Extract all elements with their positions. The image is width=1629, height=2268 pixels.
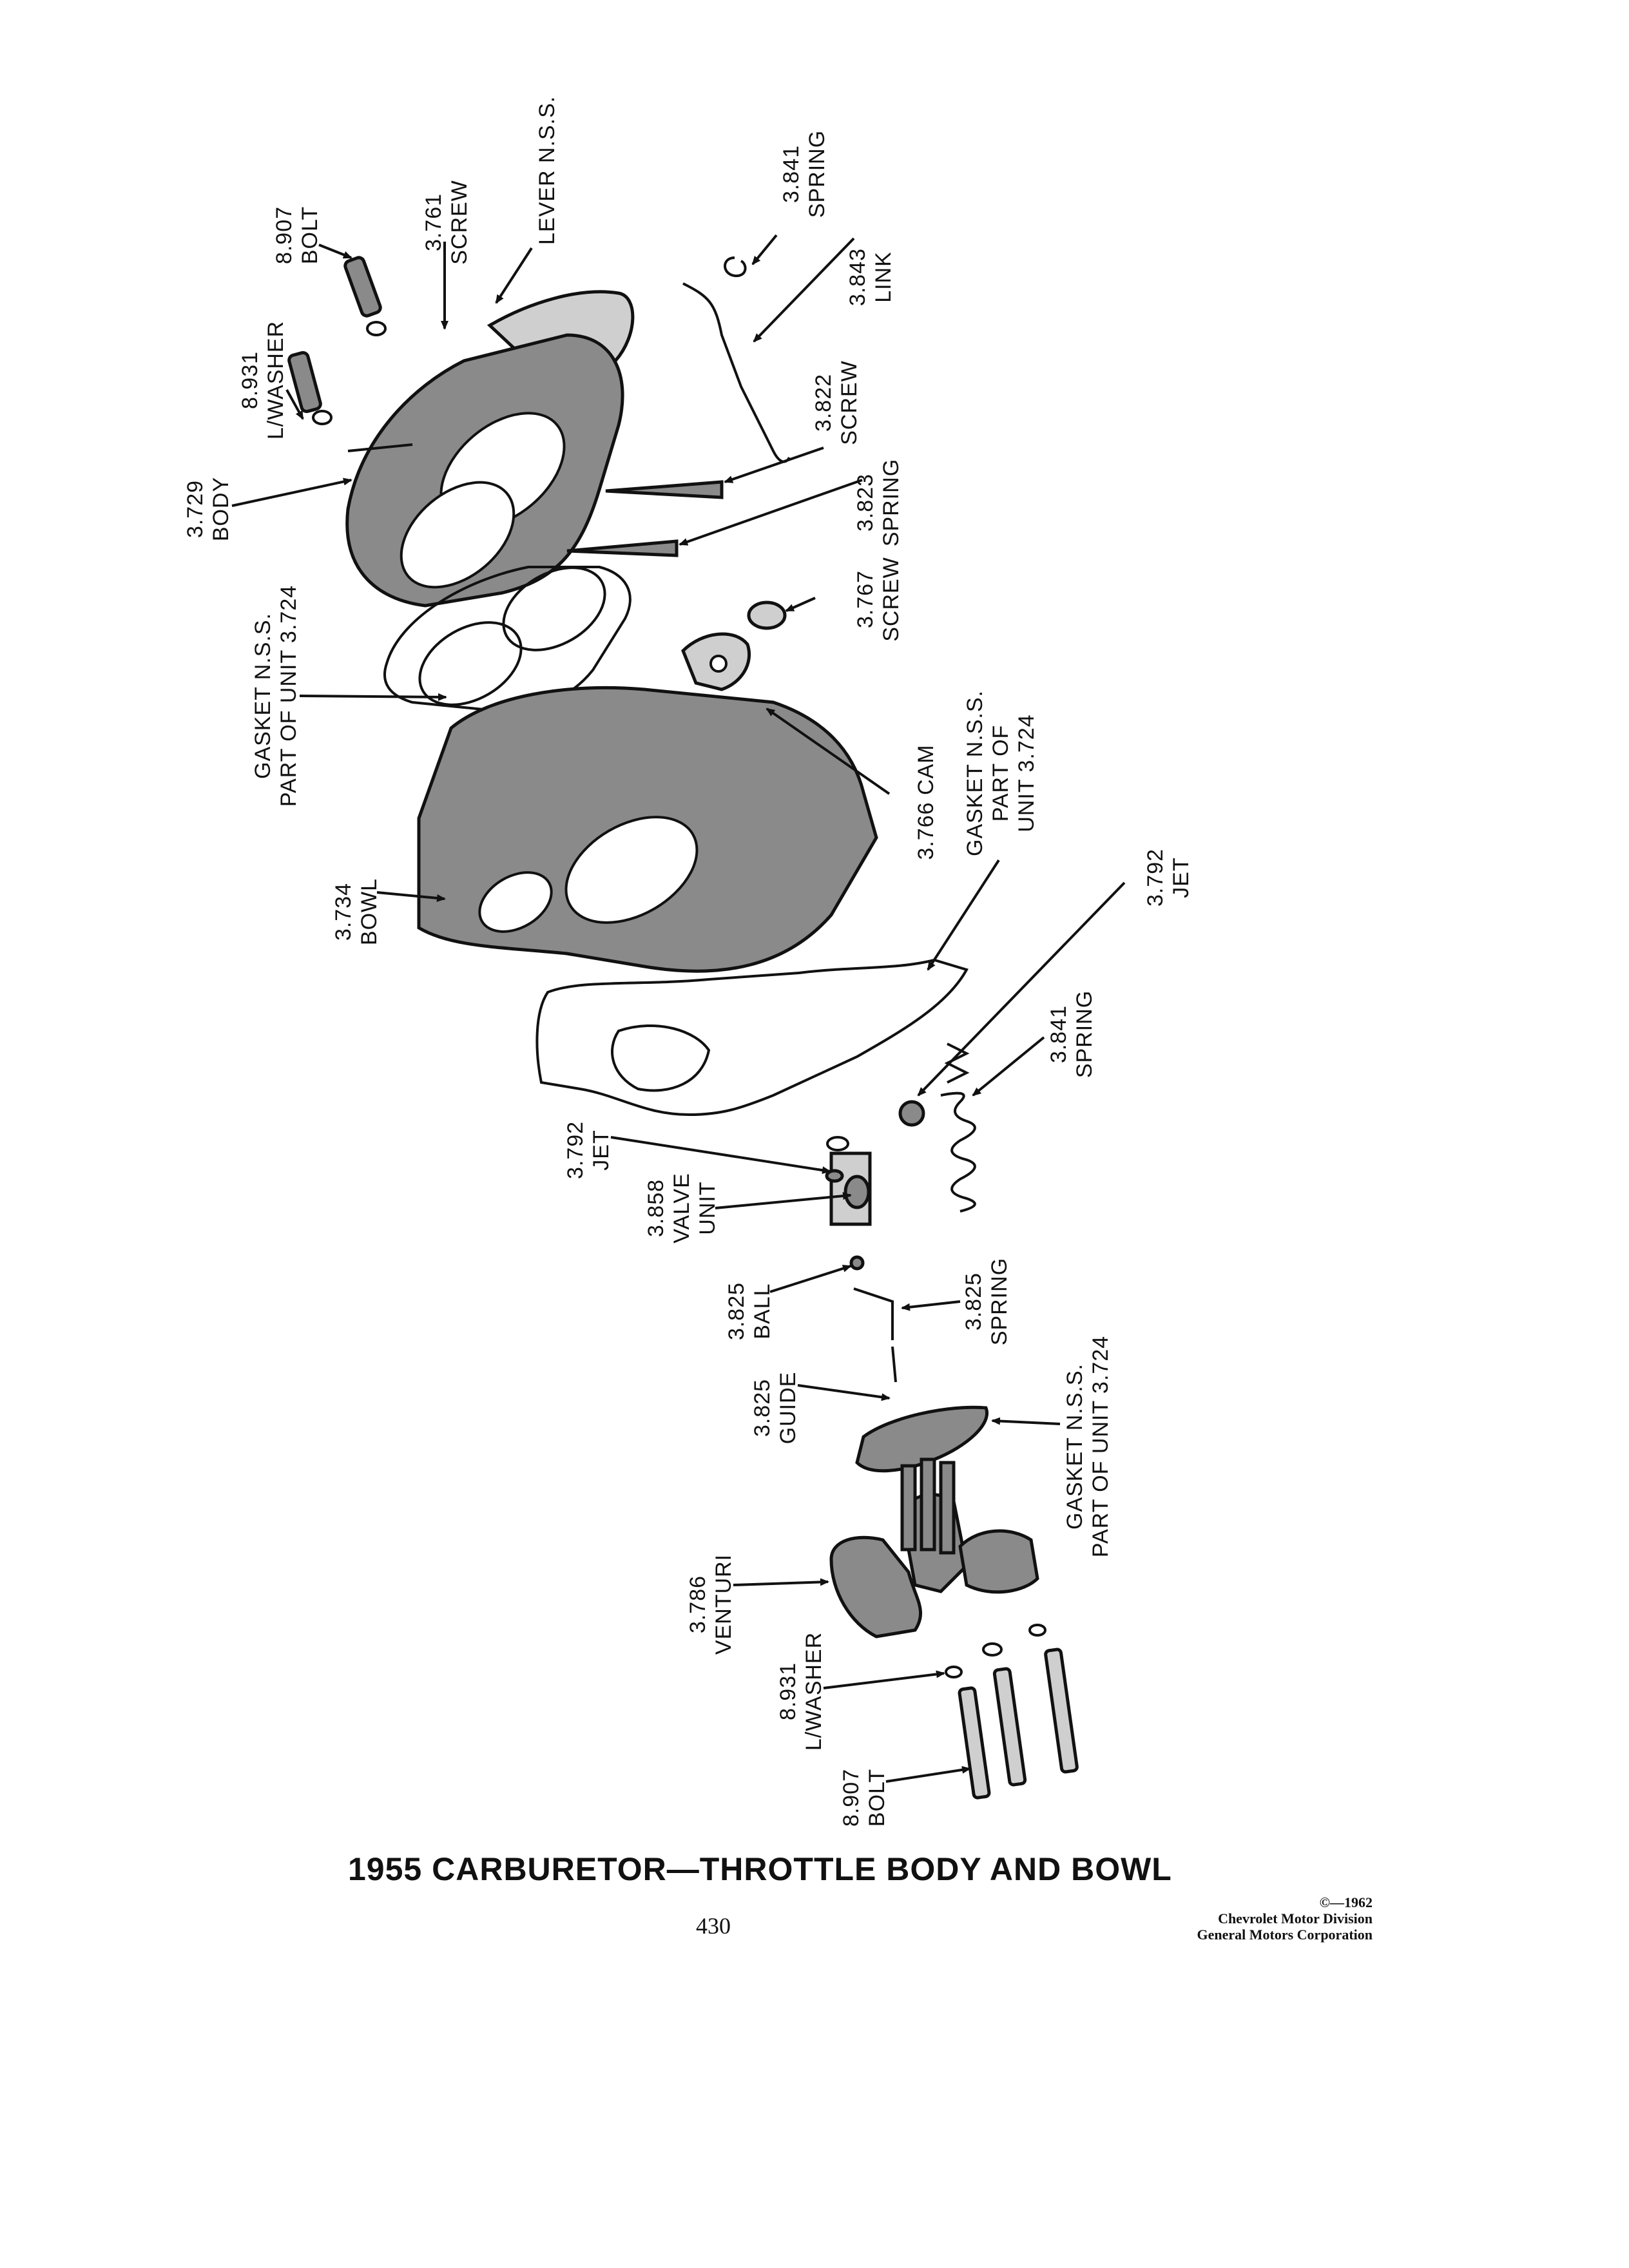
svg-text:LEVER N.S.S.: LEVER N.S.S.	[535, 96, 559, 245]
label-gasket-bottom: GASKET N.S.S. PART OF UNIT 3.724	[1063, 1336, 1113, 1557]
svg-text:3.766 CAM: 3.766 CAM	[914, 744, 938, 860]
svg-text:3.825: 3.825	[961, 1273, 986, 1331]
svg-text:3.734: 3.734	[331, 883, 356, 941]
top-bolt-illustration	[287, 256, 387, 425]
svg-text:JET: JET	[1169, 857, 1193, 898]
leader-lines	[231, 234, 1126, 1783]
svg-text:BOLT: BOLT	[298, 206, 322, 264]
svg-text:3.841: 3.841	[779, 145, 804, 203]
svg-text:3.761: 3.761	[421, 193, 446, 251]
label-spring-3841-top: 3.841 SPRING	[779, 130, 829, 218]
svg-text:PART OF UNIT 3.724: PART OF UNIT 3.724	[276, 585, 301, 807]
label-gasket-top: GASKET N.S.S. PART OF UNIT 3.724	[251, 585, 301, 807]
svg-text:GUIDE: GUIDE	[776, 1372, 800, 1445]
svg-text:3.792: 3.792	[1143, 849, 1168, 907]
copyright-year: ©—1962	[1319, 1894, 1373, 1910]
power-valve-illustration	[825, 1043, 976, 1226]
svg-text:3.786: 3.786	[686, 1575, 710, 1633]
svg-text:L/WASHER: L/WASHER	[264, 321, 288, 439]
label-spring-3825: 3.825 SPRING	[961, 1258, 1012, 1345]
label-body: 3.729 BODY	[183, 477, 233, 541]
svg-text:3.843: 3.843	[845, 248, 870, 306]
top-gasket-illustration	[383, 566, 631, 712]
label-jet-left: 3.792 JET	[563, 1121, 613, 1179]
svg-text:3.822: 3.822	[811, 374, 836, 432]
label-ball: 3.825 BALL	[724, 1282, 775, 1340]
svg-text:3.825: 3.825	[724, 1282, 749, 1340]
svg-text:SCREW: SCREW	[447, 180, 472, 265]
pump-check-illustration	[849, 1255, 897, 1383]
svg-text:8.907: 8.907	[839, 1769, 863, 1827]
svg-text:SPRING: SPRING	[879, 459, 903, 546]
svg-text:PART OF: PART OF	[988, 725, 1013, 822]
svg-text:SCREW: SCREW	[879, 557, 903, 642]
svg-text:VENTURI: VENTURI	[711, 1554, 736, 1655]
label-bolt-top: 8.907 BOLT	[272, 206, 322, 264]
svg-text:SPRING: SPRING	[805, 130, 829, 218]
label-spring-3823: 3.823 SPRING	[853, 459, 903, 546]
svg-text:UNIT 3.724: UNIT 3.724	[1014, 714, 1039, 832]
svg-text:3.767: 3.767	[853, 570, 878, 628]
label-screw-3761: 3.761 SCREW	[421, 180, 472, 265]
svg-text:L/WASHER: L/WASHER	[802, 1632, 826, 1751]
svg-text:PART OF UNIT 3.724: PART OF UNIT 3.724	[1088, 1336, 1113, 1557]
label-screw-3767: 3.767 SCREW	[853, 557, 903, 642]
label-washer-top: 8.931 L/WASHER	[238, 321, 288, 439]
page-title: 1955 CARBURETOR—THROTTLE BODY AND BOWL	[348, 1851, 1172, 1887]
svg-text:JET: JET	[589, 1129, 613, 1170]
svg-text:3.729: 3.729	[183, 480, 207, 538]
label-valve-unit: 3.858 VALVE UNIT	[644, 1173, 720, 1244]
label-jet-right: 3.792 JET	[1143, 849, 1193, 907]
label-washer-bottom: 8.931 L/WASHER	[776, 1632, 826, 1751]
svg-text:GASKET N.S.S.: GASKET N.S.S.	[963, 690, 987, 856]
label-bowl: 3.734 BOWL	[331, 878, 381, 945]
throttle-gasket-illustration	[855, 1405, 988, 1473]
label-guide: 3.825 GUIDE	[750, 1372, 800, 1445]
svg-text:SCREW: SCREW	[837, 360, 862, 445]
svg-text:SPRING: SPRING	[1072, 990, 1097, 1078]
page-number: 430	[696, 1913, 731, 1939]
label-gasket-mid: GASKET N.S.S. PART OF UNIT 3.724	[963, 690, 1039, 856]
label-cam: 3.766 CAM	[914, 744, 938, 860]
svg-text:3.858: 3.858	[644, 1179, 668, 1237]
copyright-line-2: General Motors Corporation	[1197, 1927, 1373, 1943]
svg-text:GASKET N.S.S.: GASKET N.S.S.	[1063, 1363, 1087, 1530]
venturi-illustration	[829, 1457, 1039, 1639]
svg-text:BOLT: BOLT	[865, 1769, 889, 1827]
svg-text:8.931: 8.931	[238, 351, 262, 409]
svg-text:GASKET N.S.S.: GASKET N.S.S.	[251, 613, 275, 779]
svg-text:8.907: 8.907	[272, 206, 296, 264]
label-venturi: 3.786 VENTURI	[686, 1554, 736, 1655]
svg-text:SPRING: SPRING	[987, 1258, 1012, 1345]
label-lever: LEVER N.S.S.	[535, 96, 559, 245]
idle-screw-spring-illustration	[566, 480, 787, 630]
svg-text:BODY: BODY	[209, 477, 233, 541]
label-bolt-bottom: 8.907 BOLT	[839, 1769, 889, 1827]
svg-text:3.825: 3.825	[750, 1379, 775, 1437]
throttle-body-illustration	[345, 333, 624, 608]
svg-text:LINK: LINK	[871, 251, 896, 303]
svg-text:3.792: 3.792	[563, 1121, 588, 1179]
bottom-bolts-illustration	[945, 1624, 1079, 1800]
label-spring-3841-mid: 3.841 SPRING	[1046, 990, 1097, 1078]
copyright-line-1: Chevrolet Motor Division	[1218, 1910, 1373, 1927]
float-bowl-illustration	[417, 686, 878, 973]
svg-text:3.841: 3.841	[1046, 1005, 1071, 1063]
svg-text:BOWL: BOWL	[357, 878, 381, 945]
label-link: 3.843 LINK	[845, 248, 896, 306]
label-screw-3822: 3.822 SCREW	[811, 360, 862, 445]
link-illustration	[682, 256, 791, 463]
svg-text:8.931: 8.931	[776, 1662, 800, 1720]
cam-illustration	[681, 632, 751, 691]
bowl-gasket-illustration	[535, 958, 969, 1117]
svg-text:VALVE: VALVE	[670, 1173, 694, 1244]
copyright-block: ©—1962 Chevrolet Motor Division General …	[1089, 1894, 1373, 1943]
svg-text:3.823: 3.823	[853, 474, 878, 532]
